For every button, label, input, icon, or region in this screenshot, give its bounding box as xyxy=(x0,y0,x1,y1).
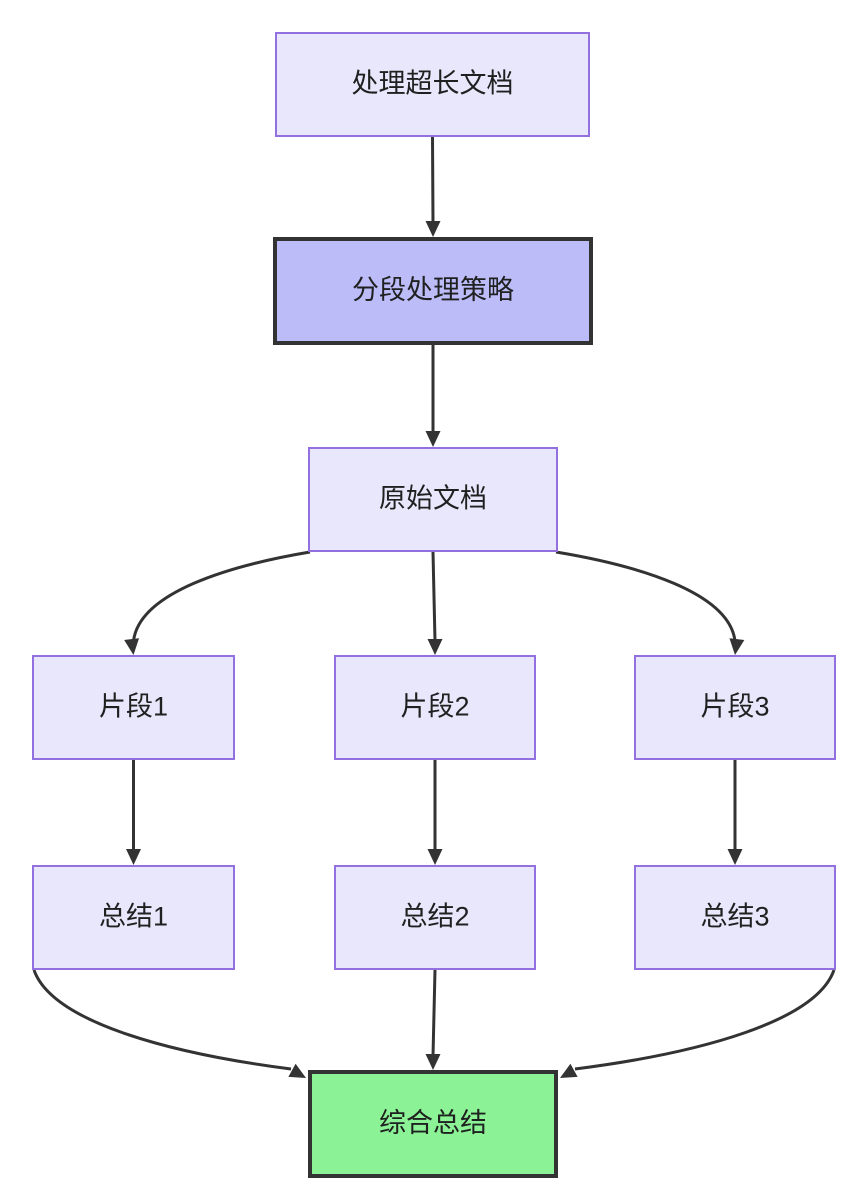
edge-line xyxy=(555,550,737,642)
node-summary-3[interactable]: 总结3 xyxy=(634,865,836,970)
edges-layer xyxy=(32,136,836,1078)
arrow-head xyxy=(288,1063,306,1078)
edge-source-doc-to-fragment-2 xyxy=(427,551,443,655)
arrow-head xyxy=(425,431,441,447)
node-box[interactable] xyxy=(334,655,536,760)
node-doc-long[interactable]: 处理超长文档 xyxy=(275,32,590,137)
node-label: 原始文档 xyxy=(379,484,487,514)
node-box[interactable] xyxy=(32,655,235,760)
node-box[interactable] xyxy=(273,237,593,345)
node-box[interactable] xyxy=(334,865,536,970)
node-label: 分段处理策略 xyxy=(352,275,514,305)
arrow-head xyxy=(126,849,141,865)
arrow-head xyxy=(425,1054,441,1070)
edge-line xyxy=(431,969,437,1057)
arrow-head xyxy=(729,638,745,655)
node-label: 片段3 xyxy=(700,692,769,722)
node-box[interactable] xyxy=(634,865,836,970)
node-final-summary[interactable]: 综合总结 xyxy=(308,1070,558,1178)
arrow-head xyxy=(427,849,443,865)
node-label: 总结1 xyxy=(99,902,168,932)
node-label: 片段2 xyxy=(400,692,469,722)
arrow-head xyxy=(727,849,743,865)
node-summary-1[interactable]: 总结1 xyxy=(32,865,235,970)
node-box[interactable] xyxy=(308,1070,558,1178)
arrow-head xyxy=(427,639,443,655)
edge-summary-2-to-final-summary xyxy=(425,969,441,1070)
edge-line xyxy=(32,969,292,1071)
arrow-head xyxy=(560,1063,578,1078)
node-label: 处理超长文档 xyxy=(352,69,514,99)
arrow-head xyxy=(425,221,441,237)
node-fragment-1[interactable]: 片段1 xyxy=(32,655,235,760)
edge-line xyxy=(431,551,437,642)
edge-summary-3-to-final-summary xyxy=(560,969,836,1078)
arrow-head xyxy=(124,638,140,655)
node-source-doc[interactable]: 原始文档 xyxy=(308,447,558,552)
node-box[interactable] xyxy=(275,32,590,137)
node-box[interactable] xyxy=(32,865,235,970)
edge-line xyxy=(574,969,836,1071)
node-summary-2[interactable]: 总结2 xyxy=(334,865,536,970)
node-label: 综合总结 xyxy=(379,1108,487,1138)
node-box[interactable] xyxy=(308,447,558,552)
edge-summary-1-to-final-summary xyxy=(32,969,306,1078)
edge-doc-long-to-chunk-strategy xyxy=(425,136,441,237)
edge-fragment-1-to-summary-1 xyxy=(126,760,141,865)
node-fragment-3[interactable]: 片段3 xyxy=(634,655,836,760)
node-label: 总结2 xyxy=(400,902,469,932)
edge-line xyxy=(431,136,435,224)
edge-source-doc-to-fragment-1 xyxy=(124,550,311,655)
edge-fragment-2-to-summary-2 xyxy=(427,760,443,865)
node-chunk-strategy[interactable]: 分段处理策略 xyxy=(273,237,593,345)
edge-source-doc-to-fragment-3 xyxy=(555,550,745,655)
node-label: 片段1 xyxy=(99,692,168,722)
node-label: 总结3 xyxy=(700,902,769,932)
edge-chunk-strategy-to-source-doc xyxy=(425,345,441,447)
node-box[interactable] xyxy=(634,655,836,760)
node-fragment-2[interactable]: 片段2 xyxy=(334,655,536,760)
edge-line xyxy=(132,550,311,642)
edge-fragment-3-to-summary-3 xyxy=(727,760,743,865)
